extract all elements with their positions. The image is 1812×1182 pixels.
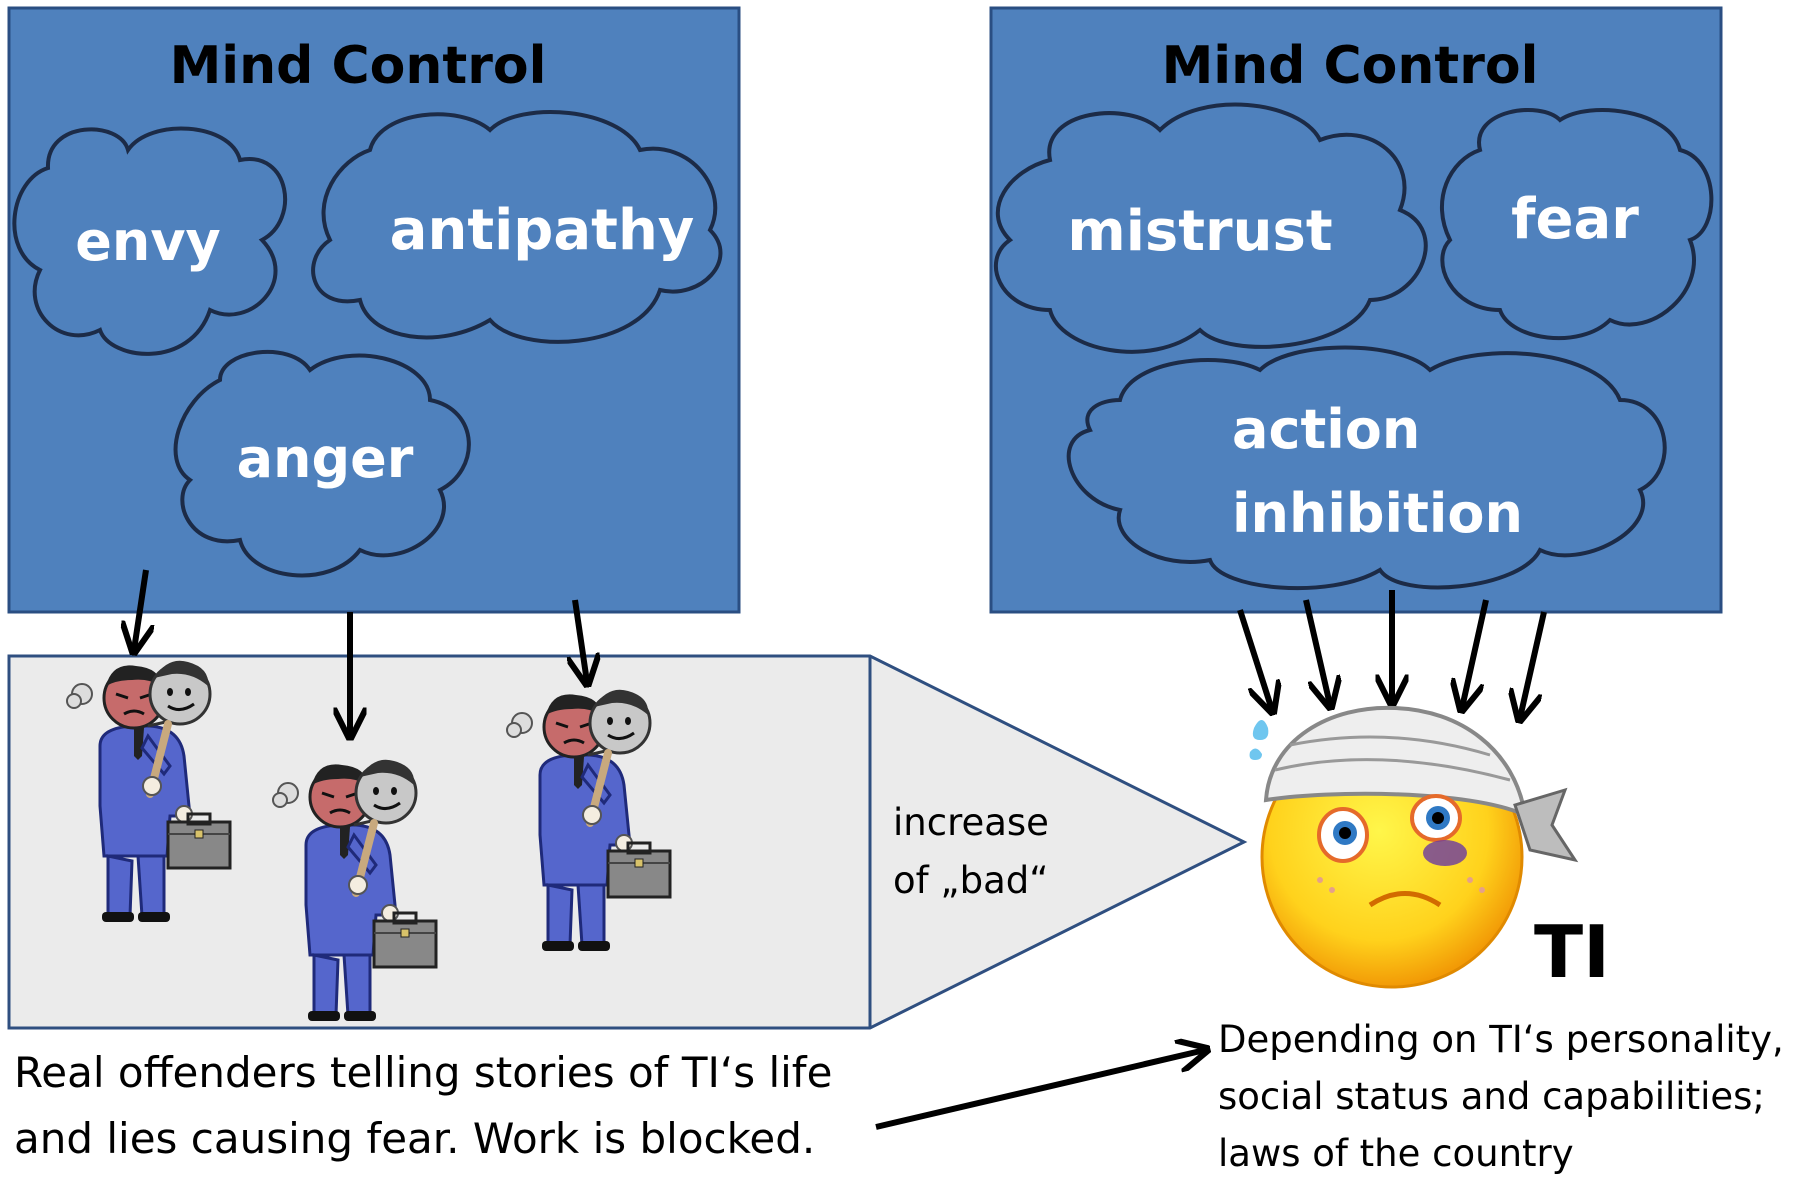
- conditions-caption-line-1: Depending on TI‘s personality,: [1218, 1018, 1784, 1061]
- right-panel-title: Mind Control: [1162, 36, 1539, 96]
- left-panel-title: Mind Control: [170, 36, 547, 96]
- fear-cloud: [1440, 108, 1714, 341]
- offenders-caption-line-1: Real offenders telling stories of TI‘s l…: [14, 1048, 833, 1097]
- antipathy-label: antipathy: [390, 198, 695, 263]
- arrow-envy-to-offender: [134, 569, 146, 650]
- action-label: action: [1232, 398, 1420, 461]
- arrow-caption-to-conditions: [875, 1050, 1205, 1130]
- arrow-to-ti-4: [1462, 599, 1489, 708]
- arrow-to-ti-5: [1520, 611, 1547, 718]
- injured-smiley-icon: [1249, 705, 1579, 989]
- anger-cloud: [173, 349, 471, 578]
- increase-line-2: of „bad“: [893, 859, 1049, 902]
- action-inhibition-cloud: [1066, 345, 1667, 591]
- mistrust-cloud: [993, 102, 1428, 354]
- arrow-to-ti-1: [1237, 609, 1272, 710]
- arrow-antipathy-to-offender: [575, 599, 587, 682]
- offenders-caption: Real offenders telling stories of TI‘s l…: [14, 1040, 832, 1172]
- mistrust-label: mistrust: [1067, 199, 1332, 264]
- increase-of-bad-label: increase of „bad“: [893, 794, 1049, 910]
- anger-label: anger: [237, 427, 414, 490]
- conditions-caption-line-2: social status and capabilities;: [1218, 1075, 1765, 1118]
- offenders-caption-line-2: and lies causing fear. Work is blocked.: [14, 1114, 816, 1163]
- inhibition-label: inhibition: [1232, 482, 1523, 545]
- increase-line-1: increase: [893, 801, 1049, 844]
- conditions-caption: Depending on TI‘s personality, social st…: [1218, 1011, 1784, 1182]
- envy-cloud: [12, 126, 287, 356]
- antipathy-cloud: [311, 110, 723, 344]
- fear-label: fear: [1511, 187, 1639, 252]
- ti-label: TI: [1534, 910, 1610, 994]
- conditions-caption-line-3: laws of the country: [1218, 1132, 1574, 1175]
- arrow-to-ti-2: [1303, 599, 1330, 705]
- envy-label: envy: [75, 210, 220, 273]
